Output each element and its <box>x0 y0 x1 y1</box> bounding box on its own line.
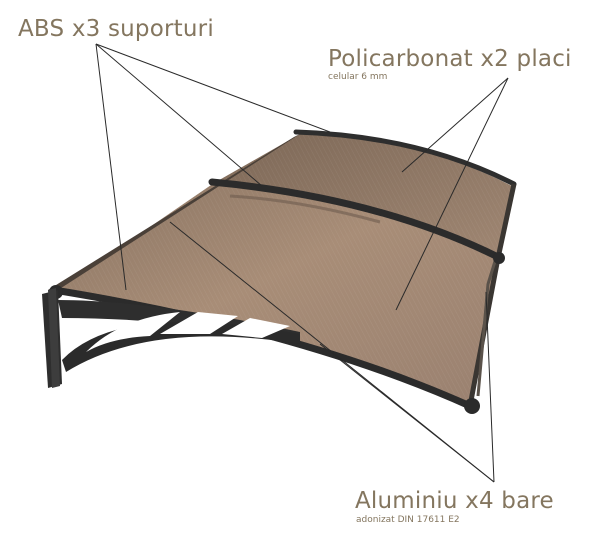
abs-support-bracket <box>42 288 300 388</box>
leader-lines <box>95 43 509 483</box>
abs-supports-label: ABS x3 suporturi <box>18 16 214 42</box>
polycarbonate-subtitle: celular 6 mm <box>328 72 388 82</box>
aluminium-bars-label: Aluminiu x4 bare <box>355 488 554 514</box>
end-cap-right-middle <box>493 252 505 264</box>
top-aluminium-bar <box>293 129 517 187</box>
left-side-panel-edge <box>48 134 300 290</box>
end-cap-right-bottom <box>464 398 480 414</box>
middle-aluminium-bar <box>208 178 504 262</box>
back-bracket-shadow <box>229 194 381 224</box>
polycarbonate-sheets-label: Policarbonat x2 placi <box>328 46 572 72</box>
aluminium-subtitle: adonizat DIN 17611 E2 <box>356 515 460 525</box>
